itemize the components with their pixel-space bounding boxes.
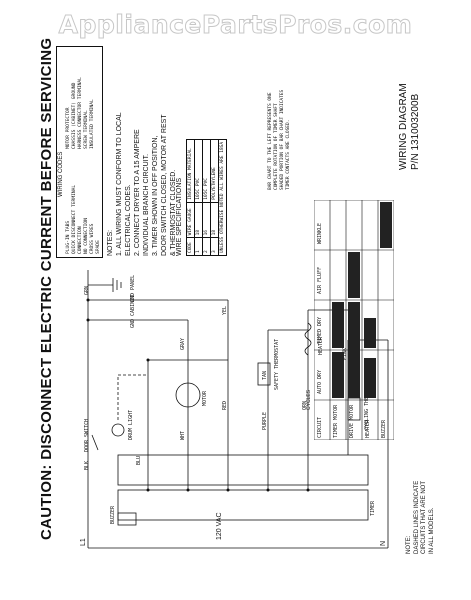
door-switch-symbol	[91, 434, 98, 451]
timer-block	[117, 489, 368, 521]
legend-item: NO CONNECTION	[83, 218, 89, 254]
cycles-title: CYCLES	[305, 389, 312, 410]
table-header-cell: WIRE GAUGE	[186, 202, 194, 238]
label-l1: L1	[79, 538, 87, 546]
motor-symbol	[175, 382, 200, 408]
caution-heading: CAUTION: DISCONNECT ELECTRIC CURRENT BEF…	[37, 37, 55, 540]
wire-specs-heading: WIRE SPECIFICATIONS	[175, 177, 183, 256]
chart-note-line: COMPLETE ROTATION OF TIMER SHAFT	[273, 103, 279, 190]
table-header-cell: CODE	[186, 237, 194, 256]
table-cell: 18	[210, 202, 218, 238]
wire-label: RED	[221, 400, 228, 410]
dashed-note-line: NOTE:	[405, 535, 412, 554]
cycles-row-label: BUZZER	[380, 419, 387, 438]
diagram-title: WIRING DIAGRAM	[397, 83, 409, 170]
chart-note-line: BAR CHART TO THE LEFT REPRESENTS ONE	[267, 92, 273, 190]
cycles-row-label: DRIVE MOTOR	[348, 404, 355, 438]
wire-label: BLU	[135, 455, 142, 465]
table-cell: 16	[202, 202, 210, 238]
wire-label: WHT	[179, 430, 186, 440]
table-cell: 3	[210, 237, 218, 256]
legend-item: INSULATED TERMINAL	[89, 99, 95, 149]
wire-label: GRN	[83, 285, 90, 295]
wire-label: YEL	[221, 305, 228, 315]
table-row: 2 16 105C PVC	[202, 139, 210, 256]
buzzer-symbol	[117, 512, 136, 526]
dashed-note-line: DASHED LINES INDICATE	[413, 480, 419, 554]
legend-item: PLUG-IN TABS	[65, 220, 71, 254]
wire-label: GRAY	[179, 337, 186, 350]
label-motor: MOTOR	[201, 390, 208, 406]
heater-coil	[304, 322, 311, 356]
schematic	[86, 270, 388, 549]
drum-light-symbol	[111, 423, 124, 437]
chart-note-line: SHADED PORTION OF BAR CHART INDICATES	[279, 89, 285, 190]
wire-label: PURPLE	[261, 411, 268, 430]
label-gnd-panel: GND PANEL	[129, 274, 136, 302]
label-drum-light: DRUM LIGHT	[127, 409, 134, 440]
table-cell: POLYETHYLENE	[210, 139, 218, 203]
legend-item: CHASSIS (CABINET) GROUND	[71, 82, 77, 149]
dashed-lines-note: NOTE: DASHED LINES INDICATE CIRCUITS THA…	[406, 481, 436, 554]
dashed-note-line: IN ALL MODELS.	[428, 507, 434, 554]
note-line: 1. ALL WIRING MUST CONFORM TO LOCAL	[115, 112, 123, 256]
wire-specs-table: CODE WIRE GAUGE INSULATION MATERIAL 1 18…	[186, 139, 227, 256]
table-cell: 1	[194, 237, 202, 256]
label-120vac: 120 VAC	[215, 512, 223, 541]
cycles-bar-chart	[313, 200, 394, 440]
cycles-column-label: AIR FLUFF	[316, 266, 323, 294]
cycles-row-label: HEATER	[364, 419, 371, 438]
table-cell: 105C PVC	[194, 139, 202, 203]
cycles-row-label: TIMER MOTOR	[332, 404, 339, 438]
rotated-diagram: CAUTION: DISCONNECT ELECTRIC CURRENT BEF…	[36, 37, 436, 560]
table-cell: 18	[194, 202, 202, 238]
legend-item: CONNECTION	[77, 226, 83, 254]
note-line: ELECTRICAL CODES.	[124, 184, 132, 256]
table-cell: 105C PVC	[202, 139, 210, 203]
notes-heading: NOTES:	[106, 229, 114, 256]
chart-note: BAR CHART TO THE LEFT REPRESENTS ONE COM…	[268, 90, 292, 190]
cycles-column-label: AUTO DRY	[316, 369, 323, 394]
watermark: AppliancePartsPros.com	[58, 10, 413, 40]
table-row: 3 18 POLYETHYLENE	[210, 139, 218, 256]
note-line: 3. TIMER SHOWN IN OFF POSITION,	[151, 135, 159, 256]
wire-label: BLK	[83, 460, 90, 470]
wire-label: TAN	[261, 370, 268, 380]
label-buzzer: BUZZER	[109, 505, 116, 524]
legend-item: HARNESS CONNECTOR TERMINAL	[77, 77, 83, 149]
cycles-circuit-label: CIRCUIT	[316, 416, 323, 438]
legend-item: QUICK DISCONNECT TERMINAL	[71, 184, 77, 254]
label-safety-thermostat: SAFETY THERMOSTAT	[273, 338, 280, 390]
cycles-column-label: TIMED DRY	[316, 316, 323, 344]
wiring-codes-legend: WIRING CODES PLUG-IN TABS QUICK DISCONNE…	[55, 46, 103, 258]
note-line: INDIVIDUAL BRANCH CIRCUIT.	[142, 153, 150, 256]
table-footnote: UNLESS OTHERWISE NOTED ALL WIRES ARE 18G…	[218, 139, 226, 256]
note-line: 2. CONNECT DRYER TO A 15 AMPERE	[133, 129, 141, 256]
legend-item: MOTOR PROTECTOR	[65, 107, 71, 150]
chart-note-line: TIMER CONTACTS ARE CLOSED.	[285, 119, 291, 190]
table-cell: 2	[202, 237, 210, 256]
table-header-cell: INSULATION MATERIAL	[186, 139, 194, 203]
legend-item: CROSS WIRES	[89, 223, 95, 254]
table-row: UNLESS OTHERWISE NOTED ALL WIRES ARE 18G…	[218, 139, 226, 256]
title-block: WIRING DIAGRAM P/N 131003200B	[398, 83, 422, 170]
cycles-column-label: WRINKLE	[316, 222, 323, 244]
label-door-switch: DOOR SWITCH	[83, 418, 90, 452]
part-number: P/N 131003200B	[409, 93, 421, 170]
legend-item: SCREW TERMINAL	[83, 110, 89, 149]
label-n: N	[379, 540, 387, 546]
label-timer: TIMER	[369, 500, 376, 516]
notes-block: NOTES: 1. ALL WIRING MUST CONFORM TO LOC…	[106, 46, 178, 256]
table-header-row: CODE WIRE GAUGE INSULATION MATERIAL	[186, 139, 194, 256]
table-row: 1 18 105C PVC	[194, 139, 202, 256]
dashed-note-line: CIRCUITS THAT ARE NOT	[420, 480, 427, 554]
legend-item: SPADE	[95, 240, 101, 254]
legend-title: WIRING CODES	[57, 151, 64, 197]
timer-contacts	[117, 454, 368, 486]
note-line: DOOR SWITCH CLOSED, MOTOR AT REST	[160, 114, 168, 256]
